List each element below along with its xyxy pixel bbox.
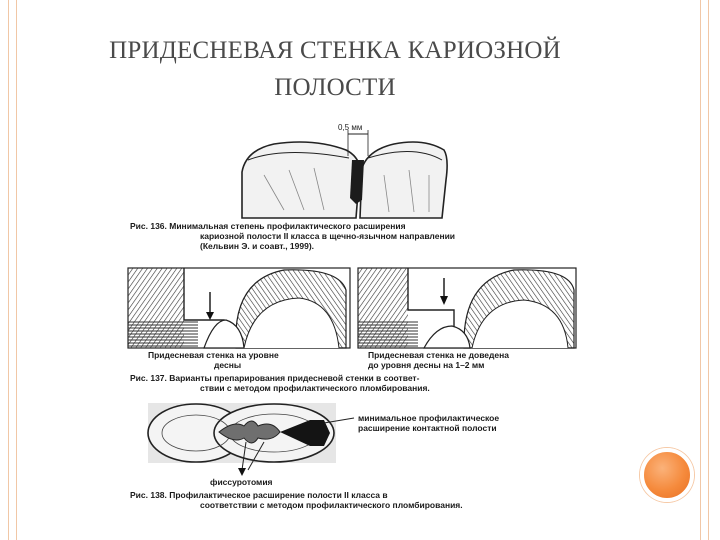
fig137-caption-line-2: ствии с методом профилактического пломби… <box>200 383 430 393</box>
fig137-left-illustration <box>127 267 351 349</box>
slide-title: ПРИДЕСНЕВАЯ СТЕНКА КАРИОЗНОЙ ПОЛОСТИ <box>40 32 630 106</box>
fig137-left-label-line-1: Придесневая стенка на уровне <box>148 350 279 360</box>
fig138-occlusal-illustration <box>147 403 355 476</box>
fig138-caption-line-1: Рис. 138. Профилактическое расширение по… <box>130 490 388 500</box>
fig137-right-illustration <box>357 267 577 349</box>
right-decorative-frame <box>700 0 709 540</box>
fig136-measure-label: 0,5 мм <box>338 123 362 132</box>
scanned-figure: 0,5 мм Рис. 136. Минимальная степень про… <box>124 120 579 515</box>
fig136-caption-line-2: кариозной полости II класса в щечно-языч… <box>200 231 455 241</box>
fig136-teeth-illustration <box>239 130 449 219</box>
slide-title-line-2: ПОЛОСТИ <box>274 74 396 101</box>
fig136-caption-line-3: (Кельвин Э. и соавт., 1999). <box>200 241 314 251</box>
fig138-right-label-line-2: расширение контактной полости <box>358 423 497 433</box>
fig137-left-label-line-2: десны <box>214 360 241 370</box>
orange-accent-circle <box>640 448 694 502</box>
slide-title-line-1: ПРИДЕСНЕВАЯ СТЕНКА КАРИОЗНОЙ <box>109 37 561 64</box>
scanned-illustrations: 0,5 мм Рис. 136. Минимальная степень про… <box>127 123 577 510</box>
fig138-bottom-label: фиссуротомия <box>210 477 273 487</box>
fig137-right-label-line-1: Придесневая стенка не доведена <box>368 350 509 360</box>
left-decorative-frame <box>8 0 17 540</box>
fig138-right-label-line-1: минимальное профилактическое <box>358 413 499 423</box>
fig138-caption-line-2: соответствии с методом профилактического… <box>200 500 463 510</box>
fig137-caption-line-1: Рис. 137. Варианты препарирования придес… <box>130 373 420 383</box>
fig136-caption-line-1: Рис. 136. Минимальная степень профилакти… <box>130 221 406 231</box>
fig137-right-label-line-2: до уровня десны на 1–2 мм <box>368 360 484 370</box>
